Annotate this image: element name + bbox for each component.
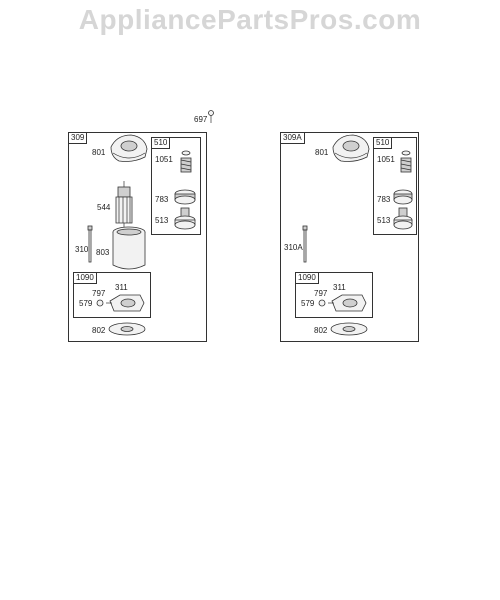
panel-309: 309 801 510 1051 783 513 544 [68,132,207,342]
washer-icon [318,299,326,307]
group-510: 510 1051 783 513 [151,137,201,235]
group-1090: 1090 797 311 579 [295,272,373,318]
group-id-510: 510 [374,138,393,149]
part-label-797: 797 [314,289,328,298]
part-label-579: 579 [79,299,93,308]
panel-id-309a: 309A [281,133,305,144]
part-label-783: 783 [155,195,169,204]
bolt-icon [302,225,308,263]
site-watermark: AppliancePartsPros.com [78,4,422,35]
end-bracket-icon [106,294,145,312]
part-label-801: 801 [92,148,106,157]
part-label-1051: 1051 [377,155,395,164]
part-label-513: 513 [155,216,169,225]
part-label-311: 311 [333,283,346,292]
group-id-1090: 1090 [296,273,319,284]
housing-cap-icon [110,134,148,162]
gear-icon [174,189,196,205]
part-label-311: 311 [115,283,128,292]
screw-icon-697 [208,110,214,123]
pinion-icon [393,207,413,230]
group-id-1090: 1090 [74,273,97,284]
part-label-697: 697 [194,115,208,124]
group-id-510: 510 [152,138,171,149]
spring-cap-icon [180,150,192,173]
part-label-802: 802 [314,326,328,335]
part-label-797: 797 [92,289,106,298]
part-label-579: 579 [301,299,315,308]
part-label-803: 803 [96,248,110,257]
gasket-icon [330,322,368,336]
gasket-icon [108,322,146,336]
panel-id-309: 309 [69,133,88,144]
bolt-icon [87,225,93,263]
part-label-544: 544 [97,203,111,212]
pinion-icon [174,207,196,230]
part-label-801: 801 [315,148,329,157]
housing-cap-icon [332,134,370,162]
group-510: 510 1051 783 513 [373,137,417,235]
spring-cap-icon [400,150,412,173]
part-label-802: 802 [92,326,106,335]
cylinder-housing-icon [112,226,146,270]
part-label-310a: 310A [284,243,303,252]
part-label-783: 783 [377,195,391,204]
washer-icon [96,299,104,307]
part-label-1051: 1051 [155,155,173,164]
armature-icon [115,181,133,233]
end-bracket-icon [328,294,367,312]
group-1090: 1090 797 311 579 [73,272,151,318]
part-label-310: 310 [75,245,89,254]
gear-icon [393,189,413,205]
panel-309a: 309A 801 510 1051 783 513 310A [280,132,419,342]
part-label-513: 513 [377,216,391,225]
